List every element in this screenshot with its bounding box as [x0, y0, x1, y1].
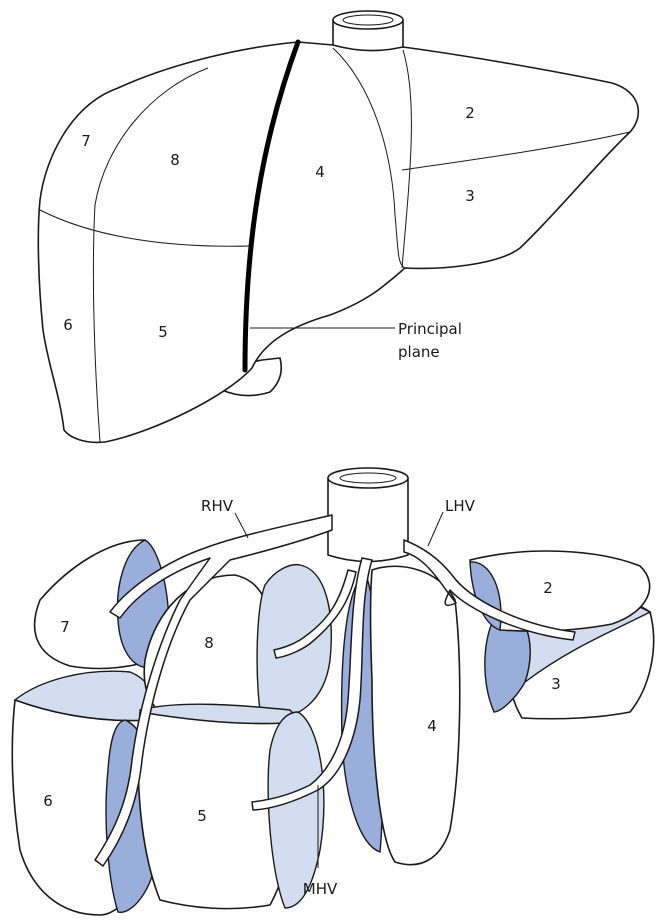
principal-plane-label-line1: Principal [398, 320, 462, 338]
top-segment-label-7: 7 [81, 132, 91, 150]
exploded-segments-diagram: 2 3 4 5 6 7 8 RHV LHV MHV [12, 468, 653, 915]
bottom-segment-label-5: 5 [197, 807, 207, 825]
mhv-label: MHV [303, 880, 338, 898]
bottom-segment-label-7: 7 [60, 618, 70, 636]
top-segment-label-8: 8 [170, 151, 180, 169]
bottom-segment-label-6: 6 [43, 792, 53, 810]
ivc-bottom [328, 468, 408, 562]
top-segment-label-2: 2 [465, 104, 475, 122]
rhv-label: RHV [201, 497, 234, 515]
top-segment-label-5: 5 [158, 323, 168, 341]
segment-5-block [138, 704, 324, 908]
top-segment-label-6: 6 [63, 316, 73, 334]
top-segment-label-3: 3 [465, 187, 475, 205]
bottom-segment-label-3: 3 [551, 675, 561, 693]
bottom-segment-label-2: 2 [543, 579, 553, 597]
lhv-label: LHV [445, 497, 476, 515]
principal-plane-label-line2: plane [398, 343, 440, 361]
segment-6-block [12, 671, 159, 915]
bottom-segment-label-8: 8 [204, 634, 214, 652]
bottom-segment-label-4: 4 [427, 717, 437, 735]
liver-surface-diagram: 2 3 4 5 6 7 8 Principal plane [38, 11, 638, 442]
liver-outline [38, 42, 638, 442]
top-segment-label-4: 4 [315, 163, 325, 181]
lhv-leader [428, 512, 443, 546]
rhv-leader [235, 513, 248, 538]
